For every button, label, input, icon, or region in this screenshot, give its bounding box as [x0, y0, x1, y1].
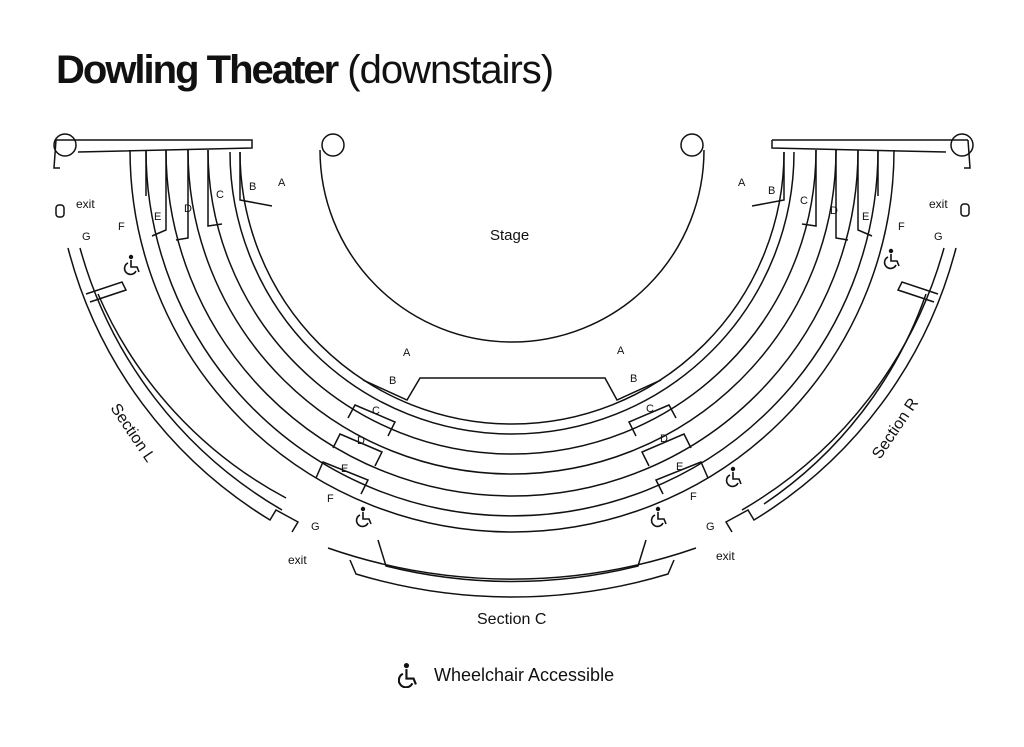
row-label: C — [800, 195, 808, 207]
row-label: B — [768, 185, 775, 197]
exit-marker-left — [55, 204, 65, 218]
wheelchair-icon — [883, 248, 900, 270]
stage-post-right — [680, 133, 704, 157]
row-label: F — [118, 221, 125, 233]
center-block-d — [332, 433, 384, 467]
wall-top-right — [771, 139, 968, 153]
wheelchair-icon — [123, 254, 140, 276]
section-center-label: Section C — [477, 611, 546, 628]
corner-post-right — [950, 133, 974, 157]
row-label: A — [617, 345, 625, 357]
row-label: C — [372, 405, 380, 417]
row-label: E — [341, 463, 348, 475]
row-label: A — [403, 347, 411, 359]
corner-post-left — [53, 133, 77, 157]
row-arc-1 — [239, 151, 785, 425]
exit-top-right: exit — [929, 197, 948, 211]
legend-label: Wheelchair Accessible — [434, 664, 615, 685]
row-label: C — [646, 403, 654, 415]
wheelchair-icon — [725, 465, 742, 488]
row-label: E — [862, 211, 869, 223]
section-left-label: Section L — [107, 401, 158, 466]
center-block-ab — [362, 377, 662, 401]
row-arc-6 — [145, 149, 879, 517]
section-left-outer — [67, 247, 300, 533]
legend: Wheelchair Accessible — [398, 660, 614, 690]
center-block-e — [315, 461, 370, 495]
exit-bottom-left: exit — [288, 553, 307, 567]
row-arc-4 — [187, 149, 837, 475]
row-label: D — [357, 435, 365, 447]
row-label: A — [738, 177, 746, 189]
row-arc-2 — [229, 151, 795, 435]
exit-marker-right — [960, 203, 970, 217]
floor-qualifier: (downstairs) — [347, 48, 554, 92]
row-label: E — [676, 461, 683, 473]
section-right-label: Section R — [869, 395, 922, 462]
center-block-c — [347, 404, 397, 437]
section-center-outer — [327, 547, 697, 580]
row-label: E — [154, 211, 161, 223]
row-label: B — [249, 181, 256, 193]
row-label: G — [706, 521, 715, 533]
theater-name: Dowling Theater — [56, 48, 339, 92]
stage-label: Stage — [490, 227, 529, 244]
row-arc-5 — [165, 149, 859, 497]
wheelchair-icon — [355, 505, 372, 528]
row-arc-3 — [207, 149, 817, 455]
row-label: F — [690, 491, 697, 503]
row-label: D — [660, 433, 668, 445]
exit-bottom-right: exit — [716, 549, 735, 563]
page-title: Dowling Theater (downstairs) — [56, 48, 554, 93]
row-label: F — [327, 493, 334, 505]
stage-edge — [319, 149, 705, 343]
wall-top-left — [56, 139, 253, 153]
row-label: B — [630, 373, 637, 385]
stage-post-left — [321, 133, 345, 157]
section-right-outer — [724, 247, 957, 533]
row-arc-7 — [129, 149, 895, 533]
row-label: B — [389, 375, 396, 387]
row-label: A — [278, 177, 286, 189]
row-label: D — [830, 205, 838, 217]
row-label: F — [898, 221, 905, 233]
row-label: G — [311, 521, 320, 533]
row-label: G — [82, 231, 91, 243]
exit-top-left: exit — [76, 197, 95, 211]
row-label: G — [934, 231, 943, 243]
row-label: D — [184, 203, 192, 215]
wheelchair-icon — [650, 505, 667, 528]
row-label: C — [216, 189, 224, 201]
wheelchair-icon — [398, 662, 417, 688]
